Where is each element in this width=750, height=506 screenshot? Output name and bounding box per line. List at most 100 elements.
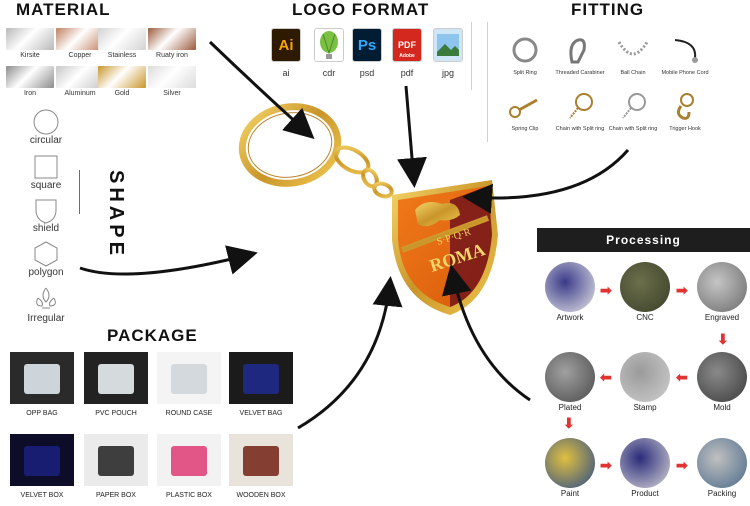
process-step-label: Plated <box>558 403 582 412</box>
shape-title: SHAPE <box>105 170 127 259</box>
process-step-image <box>620 352 670 402</box>
fitting-label: Ball Chain <box>620 70 646 76</box>
flow-arrow-icon: ➡ <box>676 282 688 298</box>
fitting-title: FITTING <box>571 0 645 19</box>
process-step-label: Mold <box>713 403 731 412</box>
flow-arrow-icon: ➡ <box>676 457 688 473</box>
package-image <box>84 352 148 404</box>
material-label: Copper <box>68 52 92 59</box>
coreldraw-icon <box>314 28 344 62</box>
flow-arrow-icon: ⬇ <box>563 415 575 431</box>
divider <box>79 170 80 214</box>
process-step-image <box>545 262 595 312</box>
material-swatch <box>6 66 54 88</box>
fitting-label: Spring Clip <box>511 126 539 132</box>
logo-format-title: LOGO FORMAT <box>292 0 430 19</box>
logo-format-label: cdr <box>322 68 336 78</box>
logo-glyph: Ai <box>278 36 294 54</box>
spring-clip-icon <box>507 92 543 122</box>
material-label: Aluminum <box>64 90 96 97</box>
package-image <box>229 352 293 404</box>
logo-format-label: pdf <box>400 68 414 78</box>
hexagon-shape-icon <box>32 240 60 268</box>
process-step-image <box>697 352 747 402</box>
logo-glyph: Ps <box>357 36 377 54</box>
flow-arrow-icon: ➡ <box>600 457 612 473</box>
shape-label: shield <box>32 223 60 234</box>
logo-format-label: psd <box>359 68 375 78</box>
pdf-icon: PDF Adobe <box>392 28 422 62</box>
flow-arrow-icon: ⬇ <box>717 331 729 347</box>
material-swatch <box>56 66 104 88</box>
process-step-label: Product <box>631 489 659 498</box>
package-label: WOODEN BOX <box>236 492 286 499</box>
keychain-product-image: S·P·Q·R ROMA <box>220 100 510 340</box>
divider <box>471 22 472 90</box>
fitting-label: Split Ring <box>513 70 537 76</box>
material-swatch <box>56 28 104 50</box>
process-step-image <box>545 438 595 488</box>
logo-format-label: ai <box>282 68 290 78</box>
process-step-label: Stamp <box>633 403 657 412</box>
material-swatch <box>148 28 196 50</box>
material-swatch <box>6 28 54 50</box>
shape-label: polygon <box>28 267 64 278</box>
logo-glyph: PDF <box>398 40 416 50</box>
shape-label: Irregular <box>27 313 65 324</box>
process-step-image <box>697 438 747 488</box>
phone-cord-icon <box>667 36 703 66</box>
package-label: VELVET BAG <box>239 410 283 417</box>
circle-shape-icon <box>32 108 60 136</box>
logo-sub: Adobe <box>399 53 415 59</box>
shield-shape-icon <box>32 196 60 224</box>
material-label: Iron <box>23 90 37 97</box>
process-step-label: Packing <box>707 489 737 498</box>
material-swatch <box>98 28 146 50</box>
shape-label: square <box>30 180 62 191</box>
process-step-label: Engraved <box>704 313 740 322</box>
fitting-label: Chain with Split ring <box>608 126 658 132</box>
process-step-image <box>545 352 595 402</box>
fitting-label: Chain with Split ring <box>555 126 605 132</box>
package-label: PVC POUCH <box>95 410 137 417</box>
package-label: PAPER BOX <box>96 492 136 499</box>
trigger-hook-icon <box>667 92 703 122</box>
material-swatch <box>98 66 146 88</box>
flow-arrow-icon: ⬅ <box>676 369 688 385</box>
photoshop-icon: Ps <box>352 28 382 62</box>
fitting-label: Mobile Phone Cord <box>661 70 709 76</box>
package-label: OPP BAG <box>26 410 58 417</box>
process-step-image <box>620 438 670 488</box>
square-shape-icon <box>32 153 60 181</box>
fitting-label: Threaded Carabiner <box>555 70 605 76</box>
package-label: PLASTIC BOX <box>166 492 212 499</box>
package-image <box>157 352 221 404</box>
logo-format-label: jpg <box>441 68 454 78</box>
chain-split-ring-icon <box>615 92 651 122</box>
package-label: VELVET BOX <box>20 492 64 499</box>
process-step-image <box>697 262 747 312</box>
material-label: Ruaty iron <box>156 52 188 59</box>
material-swatch <box>148 66 196 88</box>
package-image <box>229 434 293 486</box>
illustrator-icon: Ai <box>271 28 301 62</box>
process-step-label: CNC <box>636 313 654 322</box>
processing-title: Processing <box>537 228 750 252</box>
package-title: PACKAGE <box>107 326 198 345</box>
split-ring-icon <box>507 36 543 66</box>
ball-chain-icon <box>615 36 651 66</box>
carabiner-icon <box>562 36 598 66</box>
chain-split-ring-icon <box>562 92 598 122</box>
package-image <box>157 434 221 486</box>
divider <box>487 22 488 142</box>
process-step-label: Artwork <box>556 313 584 322</box>
process-step-label: Paint <box>560 489 580 498</box>
fitting-label: Trigger Hook <box>669 126 701 132</box>
material-label: Gold <box>114 90 130 97</box>
shape-label: circular <box>29 135 63 146</box>
flow-arrow-icon: ⬅ <box>600 369 612 385</box>
material-label: Kirsite <box>20 52 40 59</box>
process-step-image <box>620 262 670 312</box>
package-image <box>10 352 74 404</box>
package-image <box>84 434 148 486</box>
